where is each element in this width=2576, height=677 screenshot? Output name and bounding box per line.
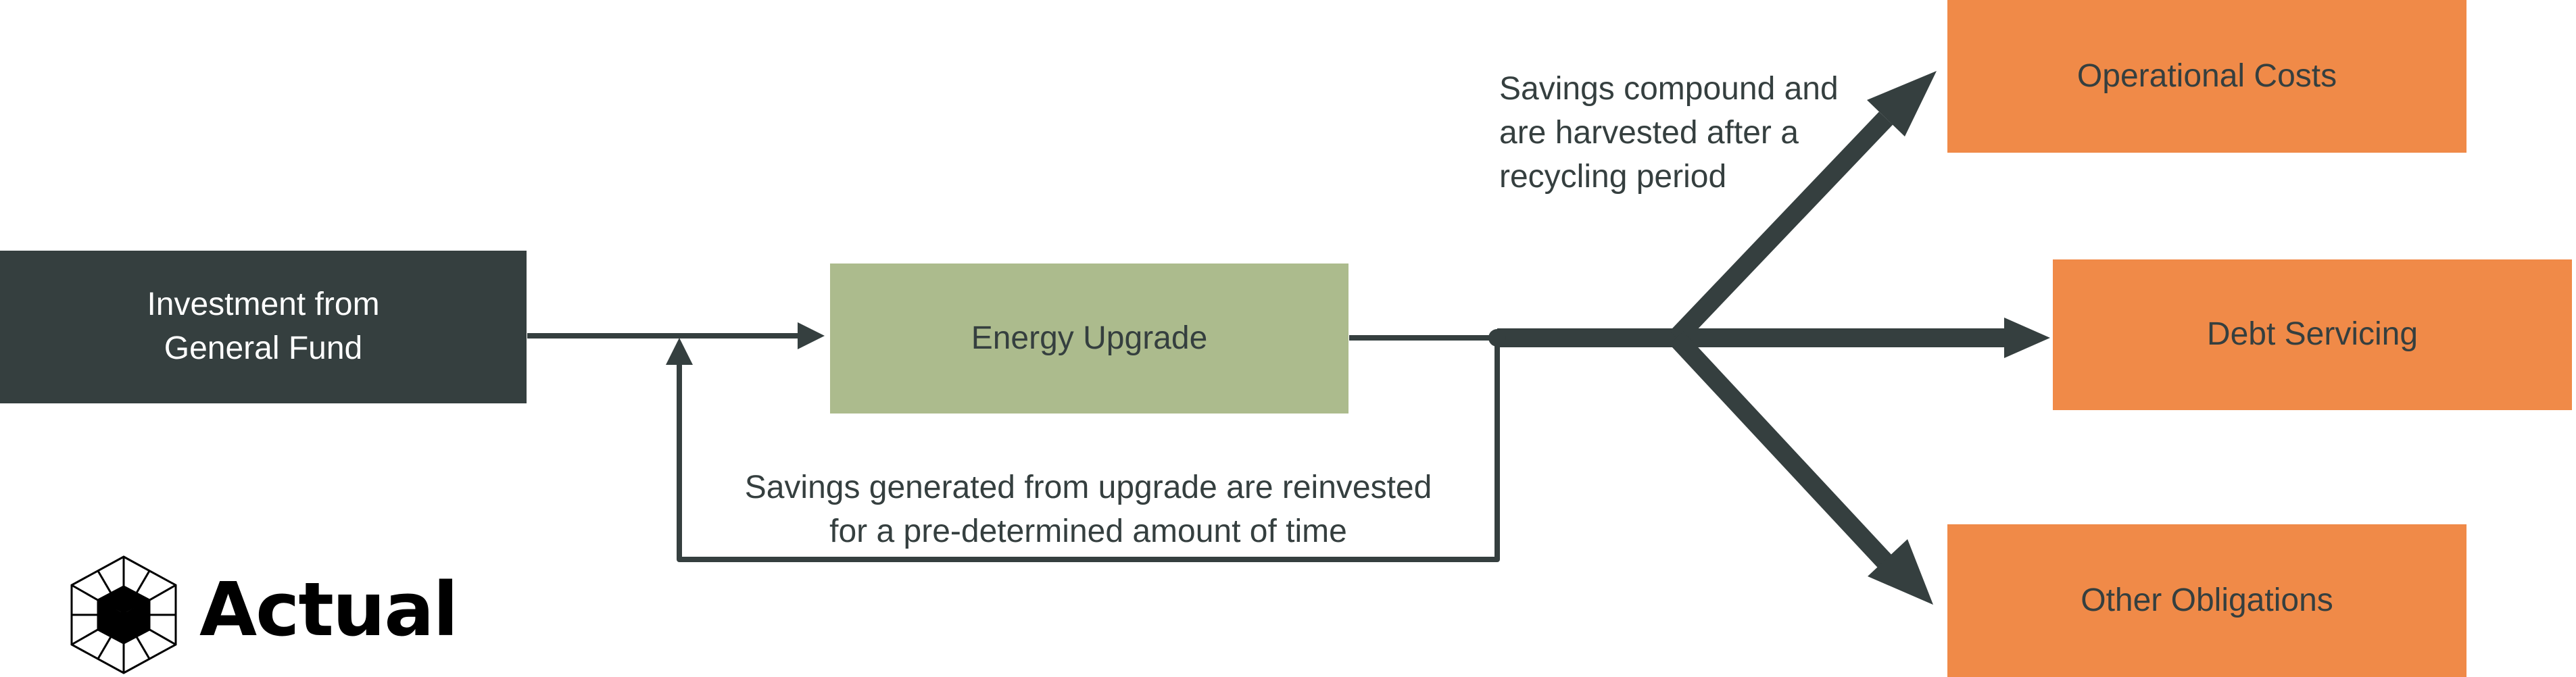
reinvest-note-line-2: for a pre-determined amount of time (829, 513, 1347, 549)
operational-costs-label: Operational Costs (2076, 57, 2337, 94)
investment-node: Investment from General Fund (0, 251, 527, 403)
arrowhead-other (1868, 539, 1933, 605)
debt-servicing-label: Debt Servicing (2206, 316, 2419, 353)
arrowhead-debt (2004, 318, 2050, 358)
compound-note: Savings compound and are harvested after… (1499, 68, 1839, 199)
compound-note-line-1: Savings compound and (1499, 71, 1839, 107)
reinvest-note: Savings generated from upgrade are reinv… (679, 466, 1497, 554)
branch-operational (1669, 111, 1893, 345)
reinvest-loop-line (677, 338, 1500, 562)
reinvest-note-line-1: Savings generated from upgrade are reinv… (744, 470, 1432, 505)
arrowhead-loop (666, 338, 693, 365)
arrowhead-upgrade (798, 322, 825, 349)
compound-note-line-3: recycling period (1499, 158, 1727, 195)
arrowhead-operational (1867, 71, 1937, 136)
energy-upgrade-node: Energy Upgrade (830, 264, 1348, 413)
energy-upgrade-label: Energy Upgrade (971, 320, 1208, 356)
hexagon-cube-icon (70, 555, 177, 674)
investment-label: Investment from General Fund (147, 286, 380, 366)
other-obligations-label: Other Obligations (2081, 582, 2333, 618)
logo-wordmark: Actual (199, 566, 458, 653)
branch-other (1669, 331, 1897, 573)
debt-servicing-node: Debt Servicing (2053, 259, 2572, 410)
junction-dot (1488, 329, 1506, 347)
compound-note-line-2: are harvested after a (1499, 114, 1799, 151)
other-obligations-node: Other Obligations (1947, 524, 2466, 677)
operational-costs-node: Operational Costs (1947, 0, 2466, 153)
